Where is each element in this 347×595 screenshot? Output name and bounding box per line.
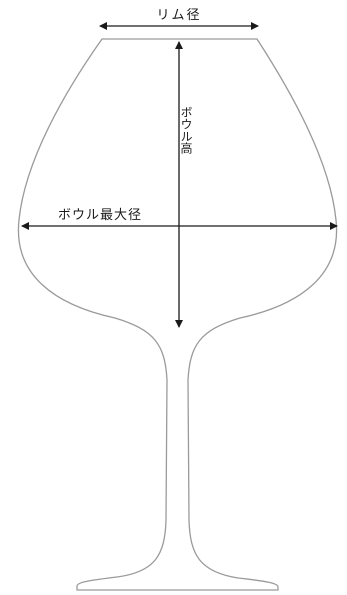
bowl-height-label: ボウル高 — [179, 106, 193, 155]
glass-outline — [17, 38, 338, 591]
rim-diameter-label: リム径 — [156, 8, 201, 23]
bowl-max-diameter-label: ボウル最大径 — [58, 208, 142, 223]
